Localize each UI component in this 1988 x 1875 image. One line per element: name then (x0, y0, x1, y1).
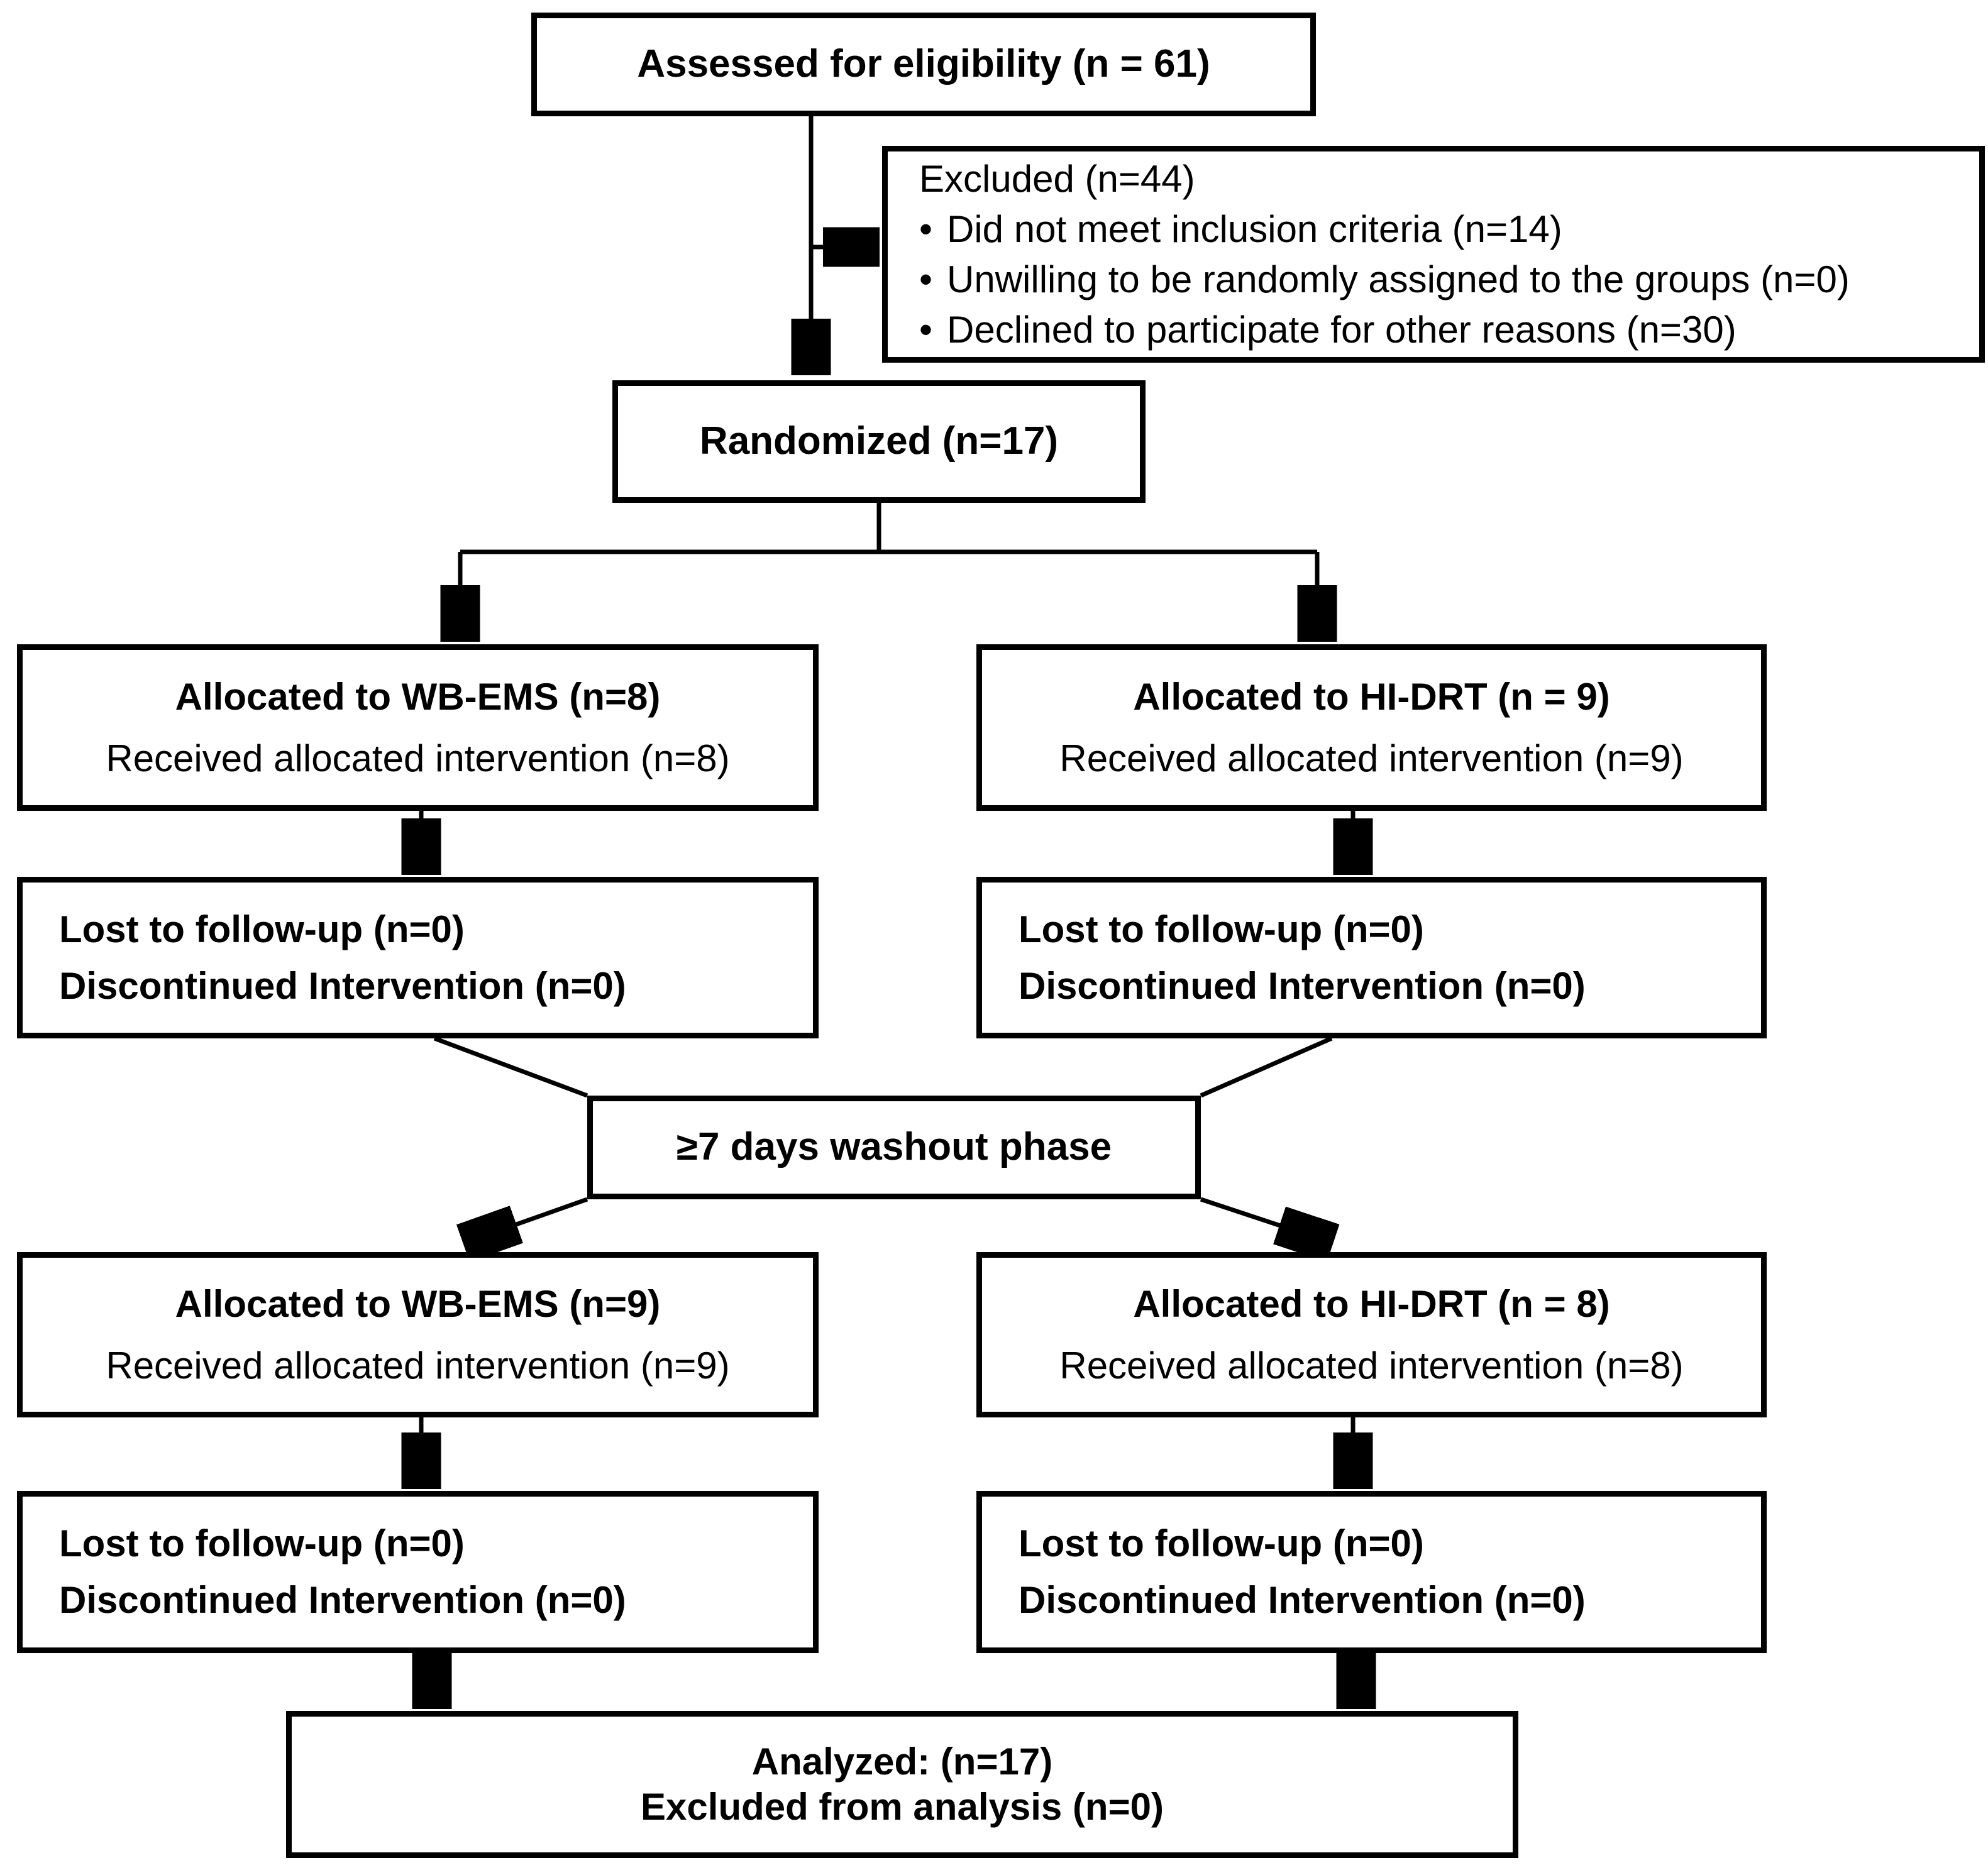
analyzed-line1: Analyzed: (n=17) (751, 1740, 1053, 1783)
assessed-label: Assessed for eligibility (n = 61) (637, 42, 1210, 86)
followup2-wbems-line2: Discontinued Intervention (n=0) (59, 1579, 626, 1621)
analyzed-box: Analyzed: (n=17) Excluded from analysis … (286, 1711, 1518, 1858)
washout-label: ≥7 days washout phase (676, 1125, 1112, 1169)
followup1-wbems-line1: Lost to follow-up (n=0) (59, 908, 465, 950)
excluded-box: Excluded (n=44) • Did not meet inclusion… (882, 146, 1985, 363)
excluded-bullet-3: • Declined to participate for other reas… (919, 305, 1737, 355)
allocation2-wbems-box: Allocated to WB-EMS (n=9) Received alloc… (17, 1252, 819, 1417)
assessed-eligibility-box: Assessed for eligibility (n = 61) (531, 13, 1316, 116)
excluded-bullet-1: • Did not meet inclusion criteria (n=14) (919, 204, 1562, 255)
arrow-washout-to-alloc2-hidrt (1200, 1197, 1328, 1241)
allocation2-wbems-subtitle: Received allocated intervention (n=9) (106, 1344, 730, 1387)
bullet-icon: • (919, 207, 933, 250)
line-followup1-right-to-washout (1200, 1036, 1333, 1098)
allocation1-wbems-subtitle: Received allocated intervention (n=8) (106, 737, 730, 779)
allocation2-hidrt-subtitle: Received allocated intervention (n=8) (1059, 1344, 1684, 1387)
bullet-icon: • (919, 308, 933, 351)
excluded-bullet-3-text: Declined to participate for other reason… (947, 308, 1737, 351)
washout-phase-box: ≥7 days washout phase (587, 1096, 1201, 1199)
followup2-hidrt-box: Lost to follow-up (n=0) Discontinued Int… (976, 1491, 1767, 1653)
allocation2-hidrt-title: Allocated to HI-DRT (n = 8) (1133, 1282, 1610, 1325)
analyzed-line2: Excluded from analysis (n=0) (641, 1786, 1164, 1828)
followup1-wbems-box: Lost to follow-up (n=0) Discontinued Int… (17, 877, 819, 1038)
excluded-bullet-1-text: Did not meet inclusion criteria (n=14) (947, 207, 1562, 250)
allocation2-hidrt-box: Allocated to HI-DRT (n = 8) Received all… (976, 1252, 1767, 1417)
allocation1-wbems-title: Allocated to WB-EMS (n=8) (175, 675, 661, 718)
followup1-hidrt-box: Lost to follow-up (n=0) Discontinued Int… (976, 877, 1767, 1038)
followup1-hidrt-line2: Discontinued Intervention (n=0) (1019, 964, 1586, 1007)
followup2-wbems-box: Lost to follow-up (n=0) Discontinued Int… (17, 1491, 819, 1653)
excluded-title: Excluded (n=44) (919, 157, 1195, 200)
followup2-hidrt-line1: Lost to follow-up (n=0) (1019, 1522, 1424, 1564)
followup2-wbems-line1: Lost to follow-up (n=0) (59, 1522, 465, 1564)
allocation1-hidrt-box: Allocated to HI-DRT (n = 9) Received all… (976, 644, 1767, 811)
allocation2-wbems-title: Allocated to WB-EMS (n=9) (175, 1282, 661, 1325)
followup1-wbems-line2: Discontinued Intervention (n=0) (59, 964, 626, 1007)
followup1-hidrt-line1: Lost to follow-up (n=0) (1019, 908, 1424, 950)
allocation1-hidrt-title: Allocated to HI-DRT (n = 9) (1133, 675, 1610, 718)
arrow-washout-to-alloc2-wbems (468, 1197, 588, 1241)
followup2-hidrt-line2: Discontinued Intervention (n=0) (1019, 1579, 1586, 1621)
allocation1-hidrt-subtitle: Received allocated intervention (n=9) (1059, 737, 1684, 779)
randomized-box: Randomized (n=17) (612, 380, 1146, 503)
randomized-label: Randomized (n=17) (699, 419, 1059, 463)
excluded-bullet-2-text: Unwilling to be randomly assigned to the… (947, 258, 1850, 300)
allocation1-wbems-box: Allocated to WB-EMS (n=8) Received alloc… (17, 644, 819, 811)
bullet-icon: • (919, 258, 933, 300)
line-followup1-left-to-washout (433, 1036, 588, 1098)
excluded-bullet-2: • Unwilling to be randomly assigned to t… (919, 255, 1850, 305)
